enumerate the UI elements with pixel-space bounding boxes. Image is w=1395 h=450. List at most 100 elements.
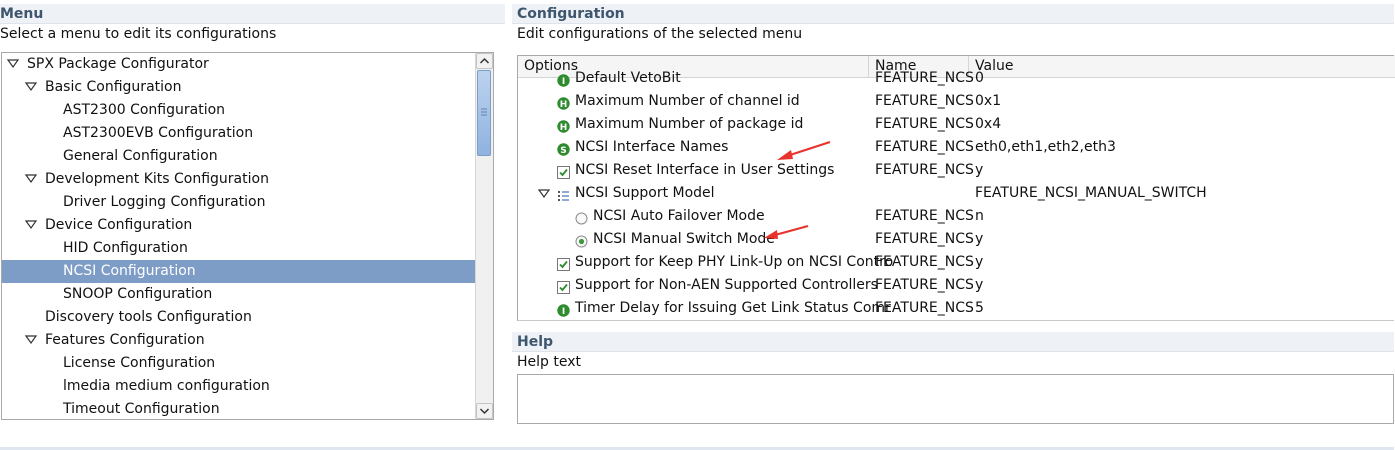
menu-subtitle: Select a menu to edit its configurations [0, 26, 277, 42]
tree-item-label: AST2300EVB Configuration [63, 125, 254, 141]
tree-item-label: Device Configuration [45, 217, 193, 233]
tree-item[interactable]: HID Configuration [2, 237, 476, 260]
option-value[interactable]: 0 [975, 70, 984, 86]
expand-twisty-icon[interactable] [24, 168, 39, 191]
menu-tree-scrollbar[interactable] [475, 53, 493, 419]
tree-item[interactable]: NCSI Configuration [2, 260, 476, 283]
tree-item-label: lmedia medium configuration [63, 378, 270, 394]
tree-item-label: Basic Configuration [45, 79, 182, 95]
radio-checked-icon[interactable] [575, 233, 588, 248]
checkbox-checked-icon[interactable] [557, 256, 570, 271]
svg-text:I: I [562, 77, 565, 87]
tree-item[interactable]: SPX Package Configurator [2, 53, 476, 76]
option-value[interactable]: y [975, 254, 984, 270]
config-row[interactable]: Support for Keep PHY Link-Up on NCSI Con… [518, 251, 1395, 274]
option-name: FEATURE_NCS [875, 300, 974, 316]
tree-item[interactable]: Features Configuration [2, 329, 476, 352]
option-name: FEATURE_NCS [875, 231, 974, 247]
tree-item[interactable]: Timeout Configuration [2, 398, 476, 421]
integer-icon: I [557, 72, 570, 87]
tree-item-label: Discovery tools Configuration [45, 309, 252, 325]
option-label: NCSI Reset Interface in User Settings [575, 162, 835, 178]
annotation-arrow-icon [777, 140, 831, 160]
chevron-down-icon [479, 408, 490, 415]
tree-item-label: Features Configuration [45, 332, 205, 348]
tree-item[interactable]: Development Kits Configuration [2, 168, 476, 191]
svg-text:H: H [560, 100, 568, 110]
help-title: Help [517, 334, 554, 350]
hex-icon: H [557, 95, 570, 110]
annotation-arrow-icon [764, 224, 809, 239]
option-value[interactable]: y [975, 231, 984, 247]
tree-item[interactable]: AST2300EVB Configuration [2, 122, 476, 145]
tree-item[interactable]: AST2300 Configuration [2, 99, 476, 122]
radio-unchecked-icon[interactable] [575, 210, 588, 225]
option-name: FEATURE_NCS [875, 116, 974, 132]
tree-item[interactable]: License Configuration [2, 352, 476, 375]
checkbox-checked-icon[interactable] [557, 164, 570, 179]
tree-item[interactable]: SNOOP Configuration [2, 283, 476, 306]
menu-section-header: Menu [0, 4, 505, 24]
tree-item-label: SNOOP Configuration [63, 286, 213, 302]
option-label: Support for Non-AEN Supported Controller… [575, 277, 878, 293]
expand-twisty-icon[interactable] [24, 214, 39, 237]
expand-twisty-icon[interactable] [6, 53, 21, 76]
tree-item-label: General Configuration [63, 148, 218, 164]
tree-item[interactable]: General Configuration [2, 145, 476, 168]
help-text-area[interactable] [517, 374, 1394, 424]
option-value[interactable]: eth0,eth1,eth2,eth3 [975, 139, 1116, 155]
scroll-thumb[interactable] [477, 70, 491, 156]
tree-item-label: Timeout Configuration [63, 401, 220, 417]
expand-twisty-icon[interactable] [24, 76, 39, 99]
option-value[interactable]: FEATURE_NCSI_MANUAL_SWITCH [975, 185, 1207, 201]
svg-text:I: I [562, 307, 565, 317]
tree-item-label: HID Configuration [63, 240, 188, 256]
option-value[interactable]: 5 [975, 300, 984, 316]
configuration-title: Configuration [517, 6, 625, 22]
option-name: FEATURE_NCS [875, 93, 974, 109]
expand-twisty-icon[interactable] [24, 329, 39, 352]
svg-text:S: S [560, 146, 566, 156]
tree-item-label: NCSI Configuration [63, 263, 196, 279]
scroll-down-button[interactable] [476, 403, 493, 419]
config-row[interactable]: H Maximum Number of channel id FEATURE_NCS… [518, 90, 1395, 113]
tree-item-label: AST2300 Configuration [63, 102, 226, 118]
scroll-up-button[interactable] [476, 53, 493, 69]
option-value[interactable]: 0x4 [975, 116, 1002, 132]
option-value[interactable]: n [975, 208, 984, 224]
tree-item[interactable]: Driver Logging Configuration [2, 191, 476, 214]
tree-item-label: Development Kits Configuration [45, 171, 269, 187]
option-value[interactable]: 0x1 [975, 93, 1002, 109]
column-header-name[interactable]: Name [869, 56, 969, 77]
checkbox-checked-icon[interactable] [557, 279, 570, 294]
option-value[interactable]: y [975, 277, 984, 293]
option-label: Maximum Number of channel id [575, 93, 800, 109]
string-icon: S [557, 141, 570, 156]
column-header-options[interactable]: Options [518, 56, 869, 77]
tree-item[interactable]: Device Configuration [2, 214, 476, 237]
column-header-value[interactable]: Value [975, 58, 1014, 74]
tree-item[interactable]: lmedia medium configuration [2, 375, 476, 398]
option-name: FEATURE_NCS [875, 139, 974, 155]
status-divider [0, 447, 1394, 450]
chevron-up-icon [479, 57, 490, 64]
option-value[interactable]: y [975, 162, 984, 178]
config-row[interactable]: Support for Non-AEN Supported Controller… [518, 274, 1395, 297]
expand-twisty-icon[interactable] [537, 182, 552, 205]
configuration-section-header: Configuration [512, 4, 1394, 24]
tree-item[interactable]: Discovery tools Configuration [2, 306, 476, 329]
choice-list-icon [557, 187, 570, 201]
tree-item[interactable]: Basic Configuration [2, 76, 476, 99]
menu-title: Menu [0, 6, 44, 22]
grip-icon [481, 108, 487, 116]
